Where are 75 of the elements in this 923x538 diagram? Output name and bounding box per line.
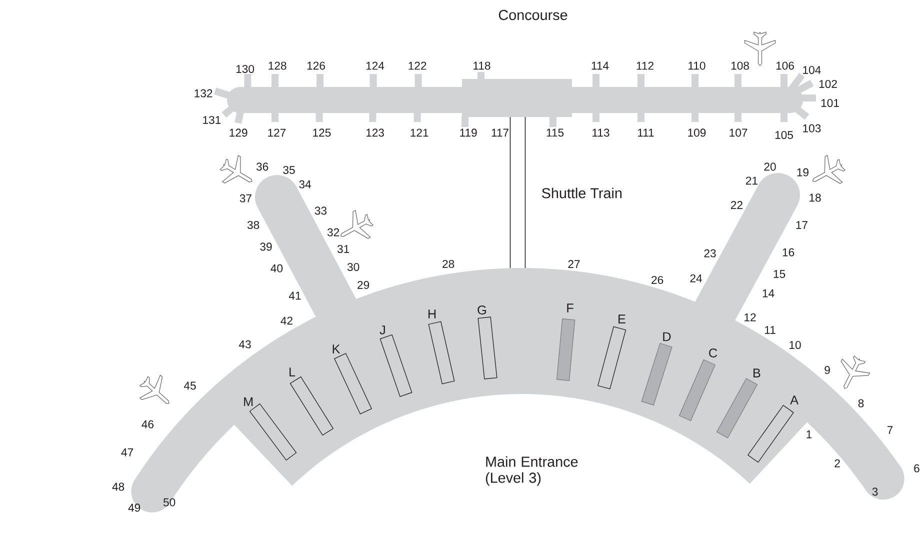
gate-number: 12: [744, 313, 756, 322]
gate-number: 35: [283, 166, 295, 174]
gate-number: 24: [690, 274, 702, 282]
gate-number: 29: [358, 281, 370, 289]
gate-number: 15: [774, 270, 786, 278]
gate-number: 50: [163, 498, 176, 506]
gate-number: 38: [247, 221, 260, 229]
gate-number: 106: [776, 62, 794, 70]
concourse-label: Concourse: [498, 10, 568, 20]
counter-letter: G: [478, 306, 486, 314]
gate-number: 31: [337, 245, 350, 253]
gate-number: 21: [746, 176, 758, 185]
gate-number: 122: [408, 62, 426, 70]
counter-letter: B: [754, 368, 760, 378]
gate-number: 18: [810, 194, 821, 202]
gate-number: 9: [824, 366, 830, 374]
gate-number: 43: [238, 340, 251, 348]
gate-number: 23: [704, 249, 716, 258]
gate-number: 32: [327, 228, 340, 236]
gate-number: 49: [128, 504, 140, 512]
gate-number: 27: [568, 260, 580, 268]
gate-number: 19: [797, 168, 808, 176]
gate-number: 104: [803, 66, 821, 74]
counter-letter: F: [567, 304, 574, 312]
gate-number: 20: [764, 162, 776, 171]
shuttle-train-line: [510, 117, 526, 268]
counter-letter: J: [380, 326, 385, 334]
counter-letter: C: [709, 348, 718, 358]
counter-letter: K: [332, 344, 340, 354]
gate-number: 1: [806, 430, 812, 438]
gate-number: 37: [240, 194, 252, 202]
entrance-label: Main Entrance (Level 3): [486, 456, 578, 486]
gate-number: 6: [914, 464, 920, 472]
gate-number: 108: [731, 62, 749, 70]
gate-number: 7: [887, 426, 893, 434]
gate-number: 30: [347, 263, 360, 271]
counter-letter: A: [790, 396, 798, 404]
gate-number: 42: [280, 316, 292, 325]
gate-number: 124: [366, 62, 384, 70]
gate-number: 34: [299, 180, 311, 188]
gate-number: 46: [142, 420, 154, 428]
gate-number: 2: [834, 459, 840, 468]
gate-number: 41: [288, 292, 301, 300]
gate-number: 10: [790, 341, 801, 349]
gate-number: 128: [268, 62, 286, 70]
gate-number: 39: [260, 242, 272, 251]
gate-number: 118: [474, 62, 490, 70]
gate-number: 16: [782, 248, 794, 256]
gate-number: 3: [872, 488, 878, 496]
gate-number: 126: [307, 62, 325, 70]
counter-letter: D: [663, 332, 671, 342]
counter-letter: H: [428, 310, 436, 318]
gate-number: 8: [858, 399, 864, 408]
gate-number: 11: [764, 326, 776, 334]
gate-number: 40: [270, 264, 283, 272]
gate-number: 112: [636, 62, 654, 70]
gate-number: 117: [492, 128, 508, 137]
gate-number: 130: [236, 65, 254, 73]
counter-letter: E: [618, 314, 626, 324]
gate-number: 36: [256, 162, 268, 171]
gate-number: 103: [803, 124, 821, 132]
gate-number: 14: [762, 289, 774, 298]
gate-number: 28: [442, 260, 454, 268]
gate-number: 48: [112, 482, 124, 491]
gate-number: 110: [688, 62, 706, 70]
gate-number: 45: [184, 382, 196, 390]
gate-number: 47: [121, 448, 134, 456]
gate-number: 17: [796, 221, 808, 229]
counter-letter: M: [244, 397, 253, 406]
counter-letter: L: [290, 368, 296, 376]
gate-number: 26: [652, 276, 664, 284]
edge-label: Shuttle Train: [540, 186, 624, 200]
gate-number: 22: [730, 201, 742, 209]
gate-number: 33: [314, 206, 327, 215]
gate-number: 114: [592, 62, 609, 70]
